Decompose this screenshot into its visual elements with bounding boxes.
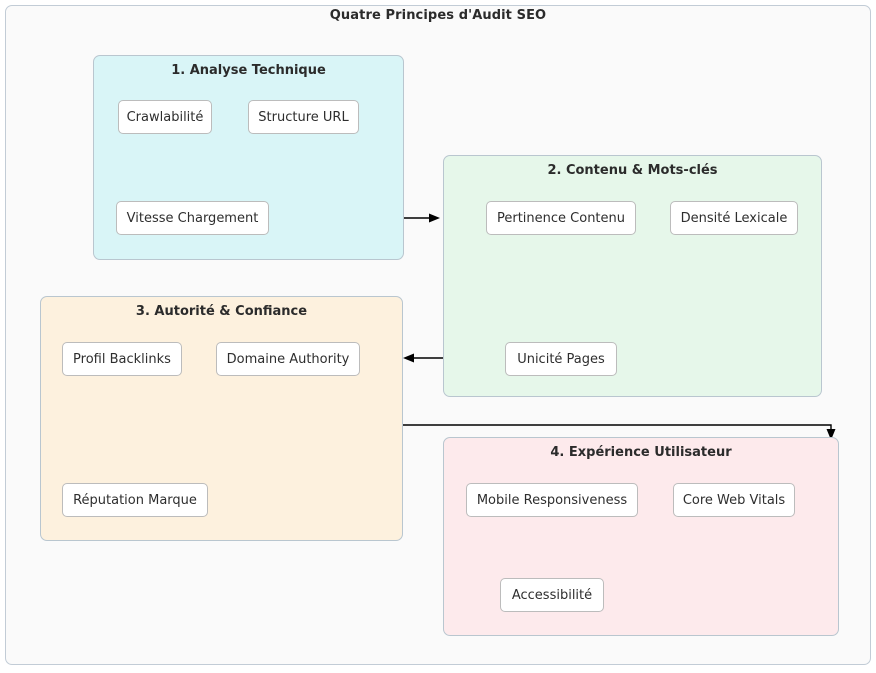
node-core-web-vitals[interactable]: Core Web Vitals [673, 483, 795, 517]
page-title: Quatre Principes d'Audit SEO [329, 8, 547, 23]
node-crawlabilite[interactable]: Crawlabilité [118, 100, 212, 134]
node-vitesse-chargement[interactable]: Vitesse Chargement [116, 201, 269, 235]
node-mobile-responsiveness[interactable]: Mobile Responsiveness [466, 483, 638, 517]
node-reputation-marque[interactable]: Réputation Marque [62, 483, 208, 517]
node-unicite-pages[interactable]: Unicité Pages [505, 342, 617, 376]
node-profil-backlinks[interactable]: Profil Backlinks [62, 342, 182, 376]
node-densite-lexicale[interactable]: Densité Lexicale [670, 201, 798, 235]
cluster-analyse-technique-title: 1. Analyse Technique [171, 63, 326, 78]
cluster-experience-utilisateur-title: 4. Expérience Utilisateur [550, 445, 732, 460]
cluster-autorite-confiance-title: 3. Autorité & Confiance [135, 304, 308, 319]
cluster-contenu-mots-cles-title: 2. Contenu & Mots-clés [547, 163, 718, 178]
node-structure-url[interactable]: Structure URL [248, 100, 359, 134]
node-domaine-authority[interactable]: Domaine Authority [216, 342, 360, 376]
node-accessibilite[interactable]: Accessibilité [500, 578, 604, 612]
cluster-contenu-mots-cles[interactable]: 2. Contenu & Mots-clés [443, 155, 822, 397]
node-pertinence-contenu[interactable]: Pertinence Contenu [486, 201, 636, 235]
